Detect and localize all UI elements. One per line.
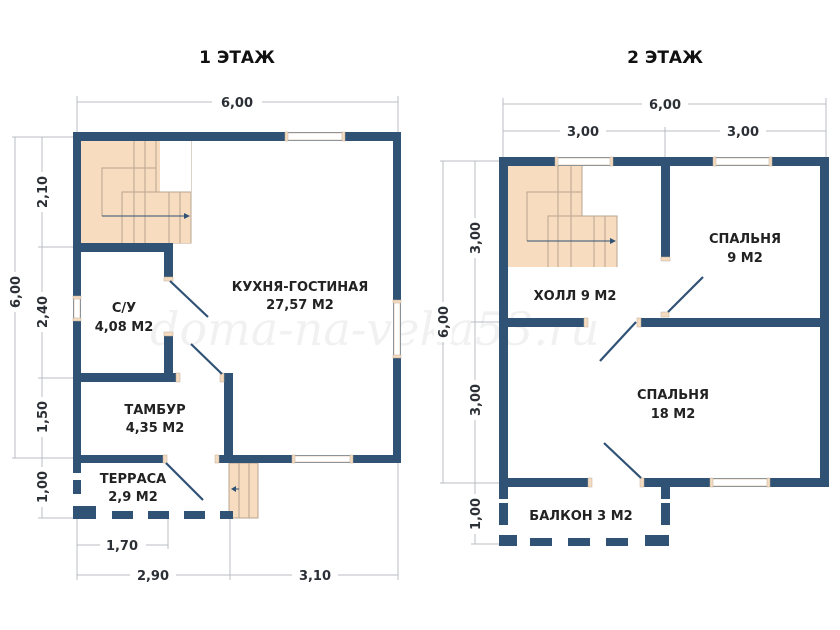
room-bedroom-large-name: СПАЛЬНЯ: [637, 388, 709, 403]
floor-2-doors: [599, 276, 704, 479]
entrance-steps: [228, 462, 259, 519]
floor-2-plan: 2 ЭТАЖ 6,00 3,00 3,00 6,00 3,00 3,00 1,0…: [434, 48, 829, 546]
dim-bottom-1: 1,70: [106, 539, 138, 554]
staircase: [80, 140, 192, 244]
dim-left-total: 6,00: [437, 306, 452, 338]
room-bedroom-small-name: СПАЛЬНЯ: [709, 232, 781, 247]
room-vestibule-name: ТАМБУР: [124, 403, 185, 418]
room-balcony-label: БАЛКОН 3 М2: [529, 509, 632, 524]
room-kitchen-living-area: 27,57 М2: [266, 298, 334, 313]
dim-left-total: 6,00: [9, 276, 24, 308]
dim-top: 6,00: [221, 96, 253, 111]
dim-left-4: 1,00: [36, 471, 51, 503]
room-kitchen-living-name: КУХНЯ-ГОСТИНАЯ: [232, 280, 369, 295]
floor-2-windows: [554, 156, 773, 488]
dim-left-2: 2,40: [36, 296, 51, 328]
staircase: [508, 166, 618, 267]
watermark: doma-na-veka53.ru: [150, 302, 600, 356]
dim-bottom-2: 2,90: [137, 569, 169, 584]
room-bedroom-small-area: 9 М2: [727, 251, 763, 266]
dim-left-1: 3,00: [469, 222, 484, 254]
dim-top-right: 3,00: [727, 125, 759, 140]
dim-left-3: 1,50: [36, 401, 51, 433]
room-terrace-area: 2,9 М2: [108, 490, 158, 505]
room-bathroom-name: С/У: [112, 301, 136, 316]
floor-1-title: 1 ЭТАЖ: [199, 48, 275, 68]
dim-top: 6,00: [649, 98, 681, 113]
dim-left-2: 3,00: [469, 384, 484, 416]
floor-1-room-labels: КУХНЯ-ГОСТИНАЯ 27,57 М2 С/У 4,08 М2 ТАМБ…: [95, 280, 369, 505]
floor-2-room-labels: СПАЛЬНЯ 9 М2 ХОЛЛ 9 М2 СПАЛЬНЯ 18 М2 БАЛ…: [529, 232, 781, 524]
room-hall-label: ХОЛЛ 9 М2: [534, 289, 617, 304]
floor-1-dimensions: 6,00 6,00 2,10 2,40 1,50 1,00 1,70 2,90 …: [6, 94, 399, 584]
floor-1-windows: [72, 131, 402, 464]
floor-2-dimensions: 6,00 3,00 3,00 6,00 3,00 3,00 1,00: [434, 96, 827, 545]
dim-left-1: 2,10: [36, 176, 51, 208]
room-vestibule-area: 4,35 М2: [126, 421, 185, 436]
dim-bottom-3: 3,10: [299, 569, 331, 584]
room-terrace-name: ТЕРРАСА: [100, 472, 166, 487]
dim-left-3: 1,00: [469, 498, 484, 530]
dim-top-left: 3,00: [567, 125, 599, 140]
floor-1-doors: [165, 280, 223, 501]
room-bathroom-area: 4,08 М2: [95, 320, 154, 335]
room-bedroom-large-area: 18 М2: [651, 407, 696, 422]
floor-2-title: 2 ЭТАЖ: [627, 48, 703, 68]
floor-1-plan: 1 ЭТАЖ 6,00 6,00 2,10 2,40 1,50 1,00 1,7…: [6, 48, 402, 584]
